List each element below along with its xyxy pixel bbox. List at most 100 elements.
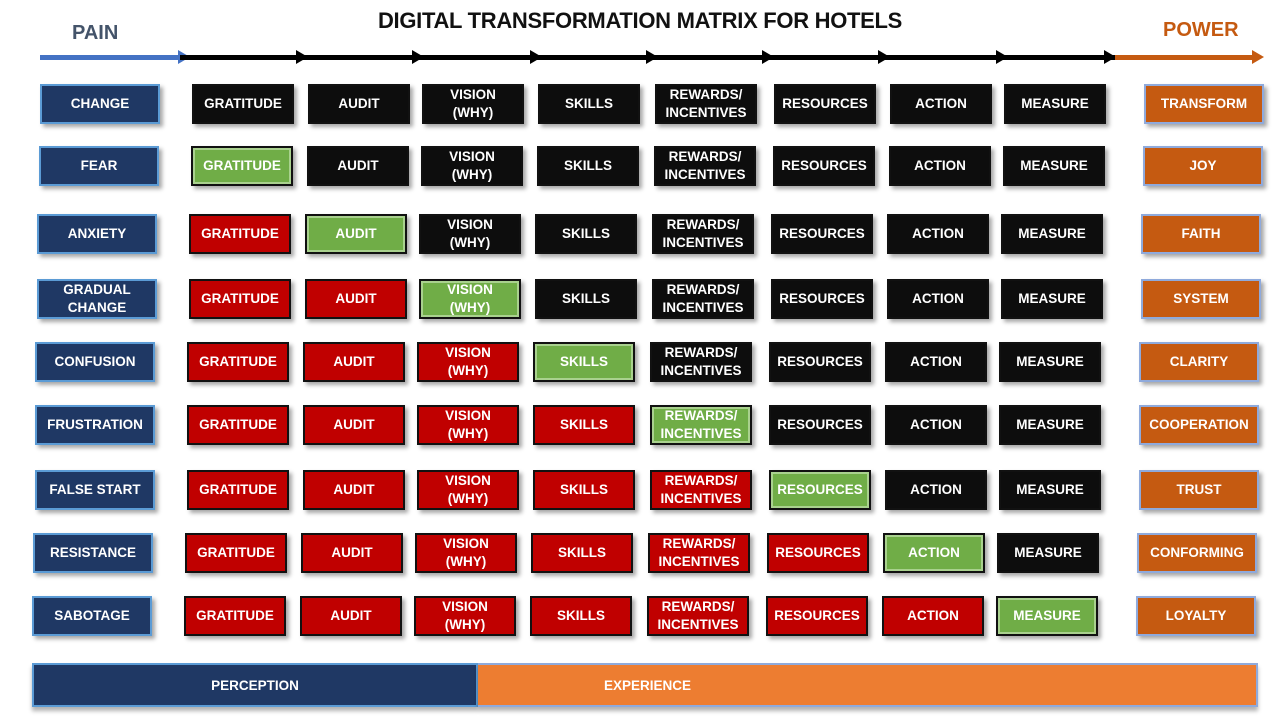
step-cell: MEASURE — [1001, 214, 1103, 254]
step-cell: AUDIT — [303, 405, 405, 445]
arrowhead-icon — [878, 50, 890, 64]
pain-arrow-line — [40, 55, 178, 60]
step-cell: REWARDS/ INCENTIVES — [648, 533, 750, 573]
arrowhead-icon — [996, 50, 1008, 64]
step-cell: ACTION — [885, 470, 987, 510]
step-cell: MEASURE — [999, 342, 1101, 382]
step-cell: VISION (WHY) — [415, 533, 517, 573]
power-state: CLARITY — [1139, 342, 1259, 382]
power-state: JOY — [1143, 146, 1263, 186]
step-cell: GRATITUDE — [189, 279, 291, 319]
step-cell: AUDIT — [301, 533, 403, 573]
step-cell: MEASURE — [996, 596, 1098, 636]
power-state: TRUST — [1139, 470, 1259, 510]
step-cell: ACTION — [887, 279, 989, 319]
step-cell: MEASURE — [1003, 146, 1105, 186]
pain-state: RESISTANCE — [33, 533, 153, 573]
step-cell: SKILLS — [535, 214, 637, 254]
step-cell: AUDIT — [300, 596, 402, 636]
step-cell: AUDIT — [308, 84, 410, 124]
pain-state: SABOTAGE — [32, 596, 152, 636]
matrix-row: SABOTAGE GRATITUDE AUDIT VISION (WHY) SKILLS… — [0, 596, 1280, 640]
pain-state: FEAR — [39, 146, 159, 186]
step-cell: SKILLS — [533, 470, 635, 510]
step-cell: MEASURE — [1001, 279, 1103, 319]
step-cell: VISION (WHY) — [417, 342, 519, 382]
matrix-row: FRUSTRATION GRATITUDE AUDIT VISION (WHY) SKI… — [0, 405, 1280, 449]
arrowhead-icon — [1104, 50, 1116, 64]
pain-state: CHANGE — [40, 84, 160, 124]
step-cell: ACTION — [882, 596, 984, 636]
step-cell: MEASURE — [997, 533, 1099, 573]
pain-state: ANXIETY — [37, 214, 157, 254]
experience-bar: EXPERIENCE — [478, 663, 1258, 707]
step-cell: VISION (WHY) — [417, 405, 519, 445]
step-cell: REWARDS/ INCENTIVES — [650, 342, 752, 382]
step-cell: REWARDS/ INCENTIVES — [655, 84, 757, 124]
step-cell: ACTION — [889, 146, 991, 186]
step-cell: VISION (WHY) — [421, 146, 523, 186]
step-cell: SKILLS — [533, 405, 635, 445]
pain-label: PAIN — [72, 22, 119, 44]
power-state: TRANSFORM — [1144, 84, 1264, 124]
power-state: LOYALTY — [1136, 596, 1256, 636]
matrix-row: RESISTANCE GRATITUDE AUDIT VISION (WHY) SKIL… — [0, 533, 1280, 577]
step-cell: AUDIT — [303, 470, 405, 510]
step-cell: MEASURE — [999, 405, 1101, 445]
step-cell: SKILLS — [530, 596, 632, 636]
power-label: POWER — [1163, 19, 1239, 41]
step-cell: REWARDS/ INCENTIVES — [650, 405, 752, 445]
step-cell: REWARDS/ INCENTIVES — [652, 214, 754, 254]
power-state: CONFORMING — [1137, 533, 1257, 573]
step-cell: GRATITUDE — [187, 405, 289, 445]
step-cell: RESOURCES — [771, 214, 873, 254]
step-cell: VISION (WHY) — [419, 279, 521, 319]
step-cell: GRATITUDE — [191, 146, 293, 186]
step-cell: SKILLS — [531, 533, 633, 573]
step-cell: RESOURCES — [769, 342, 871, 382]
pain-state: FRUSTRATION — [35, 405, 155, 445]
step-cell: ACTION — [890, 84, 992, 124]
step-cell: SKILLS — [533, 342, 635, 382]
step-cell: RESOURCES — [769, 470, 871, 510]
step-cell: GRATITUDE — [189, 214, 291, 254]
step-cell: RESOURCES — [773, 146, 875, 186]
step-cell: MEASURE — [1004, 84, 1106, 124]
step-cell: GRATITUDE — [187, 342, 289, 382]
step-cell: MEASURE — [999, 470, 1101, 510]
matrix-row: CONFUSION GRATITUDE AUDIT VISION (WHY) SKILL… — [0, 342, 1280, 386]
pain-state: GRADUAL CHANGE — [37, 279, 157, 319]
step-cell: VISION (WHY) — [422, 84, 524, 124]
step-cell: ACTION — [883, 533, 985, 573]
step-cell: AUDIT — [305, 279, 407, 319]
arrowhead-icon — [530, 50, 542, 64]
step-cell: GRATITUDE — [184, 596, 286, 636]
step-cell: AUDIT — [305, 214, 407, 254]
arrowhead-icon — [646, 50, 658, 64]
step-cell: GRATITUDE — [185, 533, 287, 573]
step-cell: VISION (WHY) — [417, 470, 519, 510]
matrix-row: CHANGE GRATITUDE AUDIT VISION (WHY) SKILLS RE… — [0, 84, 1280, 128]
step-cell: RESOURCES — [769, 405, 871, 445]
step-cell: AUDIT — [307, 146, 409, 186]
step-cell: SKILLS — [537, 146, 639, 186]
step-cell: AUDIT — [303, 342, 405, 382]
step-cell: ACTION — [885, 342, 987, 382]
page-title: DIGITAL TRANSFORMATION MATRIX FOR HOTELS — [377, 8, 903, 33]
pain-state: FALSE START — [35, 470, 155, 510]
arrowhead-icon — [762, 50, 774, 64]
power-arrow-line — [1115, 55, 1253, 60]
pain-state: CONFUSION — [35, 342, 155, 382]
step-cell: GRATITUDE — [192, 84, 294, 124]
power-state: FAITH — [1141, 214, 1261, 254]
arrowhead-icon — [296, 50, 308, 64]
step-cell: REWARDS/ INCENTIVES — [652, 279, 754, 319]
power-state: SYSTEM — [1141, 279, 1261, 319]
step-cell: ACTION — [885, 405, 987, 445]
step-cell: VISION (WHY) — [414, 596, 516, 636]
power-state: COOPERATION — [1139, 405, 1259, 445]
step-cell: SKILLS — [538, 84, 640, 124]
